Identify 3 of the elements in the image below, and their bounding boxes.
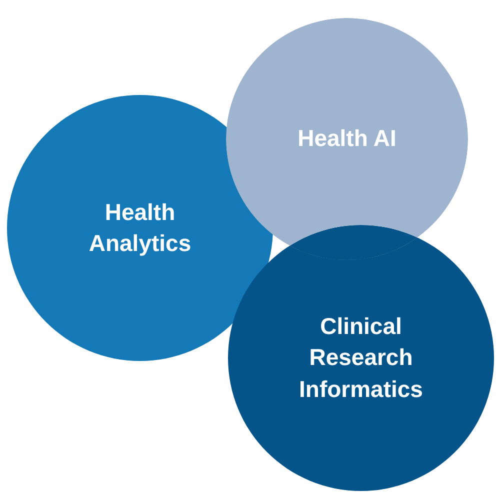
circle-label: Clinical Research Informatics bbox=[298, 312, 424, 404]
circle-label: Health Analytics bbox=[88, 198, 192, 258]
circle-label: Health AI bbox=[298, 124, 396, 154]
